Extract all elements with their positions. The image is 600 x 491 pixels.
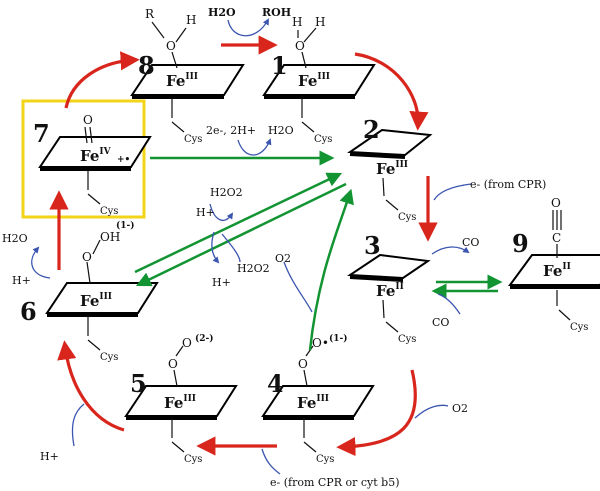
cys-label-3: Cys <box>398 334 416 345</box>
peroxo-o-6: O <box>82 250 92 264</box>
arrow-co-lower <box>437 293 461 315</box>
arrow-o2-right <box>414 404 449 419</box>
reagent-co-lower: CO <box>432 316 449 329</box>
species-number-4: 4 <box>267 369 284 398</box>
reagent-h-plus-left: H+ <box>12 274 31 287</box>
reagent-e-from-cpr: e- (from CPR) <box>470 178 546 191</box>
superoxo-o2-4: O• <box>312 336 329 350</box>
species-7-highlight-box <box>21 99 146 219</box>
superoxo-o1-4: O <box>298 357 308 371</box>
arrow-e-bottom <box>261 448 281 475</box>
arrow-e-from-cpr <box>433 183 472 201</box>
species-number-6: 6 <box>20 297 37 326</box>
peroxo-o1-5: O <box>168 357 178 371</box>
heme-plane-3 <box>346 253 431 280</box>
ligand-h-8: H <box>186 13 196 27</box>
species-number-1: 1 <box>271 51 288 80</box>
peroxo-o2-5: O <box>182 336 192 350</box>
arrow-h2o-roh <box>227 18 269 37</box>
peroxo-oh-6: OH <box>100 230 120 244</box>
cys-label-9: Cys <box>570 322 588 333</box>
iron-label-2: FeIII <box>376 160 408 178</box>
heme-plane-2 <box>347 128 433 157</box>
species-number-2: 2 <box>363 115 380 144</box>
iron-label-5: FeIII <box>164 394 196 412</box>
ligand-r-8: R <box>145 7 155 21</box>
reagent-h2o-top: H2O <box>208 6 236 19</box>
species-number-3: 3 <box>364 231 381 260</box>
product-co-upper: CO <box>462 236 479 249</box>
product-roh: ROH <box>262 6 291 19</box>
iron-label-1: FeIII <box>298 72 330 90</box>
arrow-3-to-4 <box>336 369 417 457</box>
cys-label-1: Cys <box>314 134 332 145</box>
cys-label-2: Cys <box>398 212 416 223</box>
heme-plane-9 <box>508 254 600 286</box>
charge-6: (1-) <box>116 220 135 231</box>
carbonyl-c-9: C <box>552 231 561 245</box>
cys-label-8: Cys <box>184 134 202 145</box>
charge-4: (1-) <box>329 333 348 344</box>
cys-label-4: Cys <box>316 454 334 465</box>
arrow-o2-entry <box>283 261 313 313</box>
cys-label-5: Cys <box>184 454 202 465</box>
arrow-4-to-2 <box>308 188 354 351</box>
arrow-7-to-8 <box>64 51 140 109</box>
species-number-7: 7 <box>33 119 50 148</box>
arrow-2-to-6 <box>135 182 347 287</box>
arrow-1-to-2 <box>354 52 429 131</box>
ligand-o-1: O <box>295 39 305 53</box>
ligand-h1-1: H <box>292 15 302 29</box>
arrow-h2o2-h-plus-lower <box>211 231 220 264</box>
cys-label-7: Cys <box>100 206 118 217</box>
carbonyl-o-9: O <box>551 196 561 210</box>
cys-label-6: Cys <box>100 352 118 363</box>
product-o2-left: O2 <box>275 252 291 265</box>
arrow-6-to-2 <box>134 172 343 274</box>
ligand-o-8: O <box>166 39 176 53</box>
arrow-h-plus-bottom <box>71 403 85 447</box>
product-h2o2-upper: H2O2 <box>210 186 243 199</box>
species-number-9: 9 <box>512 229 529 258</box>
reagent-o2-right: O2 <box>452 402 468 415</box>
iron-label-4: FeIII <box>297 394 329 412</box>
iron-label-6: FeIII <box>80 292 112 310</box>
oxo-o-7: O <box>83 113 93 127</box>
iron-label-7: FeIV <box>80 147 112 165</box>
iron-label-3: FeII <box>376 282 404 300</box>
species-number-8: 8 <box>138 51 155 80</box>
reagent-e-from-cpr-or-cyt-b5: e- (from CPR or cyt b5) <box>270 476 400 489</box>
radical-cation-label-7: +• <box>117 155 130 165</box>
reagent-h-plus-bottom: H+ <box>40 450 59 463</box>
product-h2o-left: H2O <box>2 232 28 245</box>
arrow-co-upper <box>431 246 470 255</box>
ligand-h2-1: H <box>315 15 325 29</box>
arrow-h-plus-h2o-left <box>31 246 51 279</box>
reagent-2e-2h: 2e-, 2H+ <box>206 124 256 137</box>
species-number-5: 5 <box>130 369 147 398</box>
arrow-2e2h-h2o <box>237 138 272 156</box>
arrow-h-plus-h2o2-upper <box>209 203 234 221</box>
product-h2o-mid: H2O <box>268 124 294 137</box>
arrow-5-to-6 <box>57 340 125 432</box>
product-h-plus-lower: H+ <box>212 276 231 289</box>
iron-label-9: FeII <box>543 262 571 280</box>
reagent-h-plus-upper: H+ <box>196 206 215 219</box>
charge-5: (2-) <box>195 333 214 344</box>
iron-label-8: FeIII <box>166 72 198 90</box>
reagent-h2o2-lower: H2O2 <box>237 262 270 275</box>
